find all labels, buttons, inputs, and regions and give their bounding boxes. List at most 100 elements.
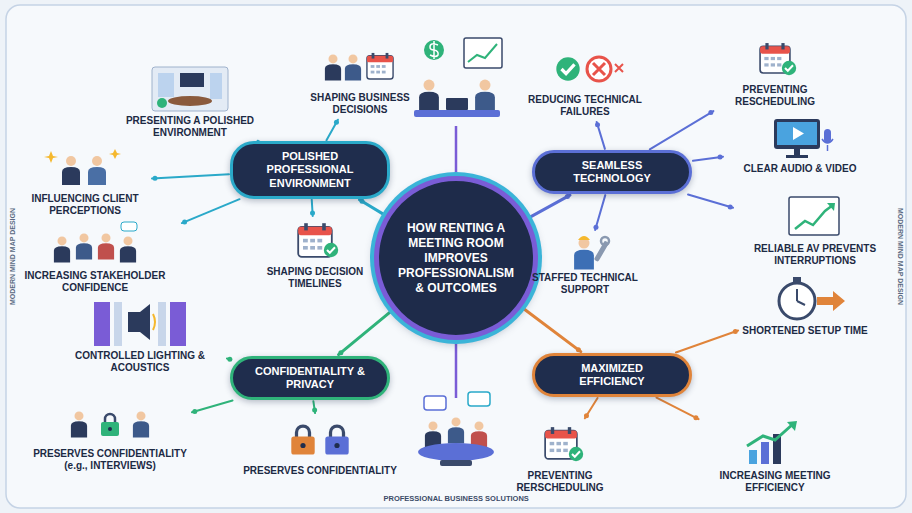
- padlocks-icon-part: [325, 426, 348, 455]
- branch-connector: [650, 110, 714, 149]
- branch-connector: [656, 398, 698, 421]
- node-text: PREVENTING RERSCHEDULING: [495, 470, 625, 494]
- failure-check-icon-part: [556, 57, 579, 80]
- stopwatch-icon-part: [797, 289, 805, 305]
- branch-connector: [326, 120, 338, 141]
- node-text: INCREASING STAKEHOLDER CONFIDENCE: [10, 270, 180, 294]
- meeting-table-illustration: [418, 330, 494, 466]
- business-desk-illustration-part: [424, 40, 444, 60]
- meeting-table-illustration-part: [425, 421, 441, 447]
- connector-dot: [182, 219, 187, 224]
- side-watermark: MODERN MIND MAP DESIGN: [897, 207, 904, 304]
- monitor-icon-part: [774, 119, 820, 149]
- people-calendar-icon: [325, 53, 393, 81]
- node-text: RELIABLE AV PREVENTS INTERRUPTIONS: [735, 243, 895, 267]
- connector-dot: [728, 204, 733, 209]
- monitor-icon-part: [824, 129, 831, 143]
- failure-check-icon-part: [593, 63, 605, 75]
- connector-dot: [312, 408, 317, 413]
- growth-chart-icon: [747, 421, 797, 464]
- meeting-table-illustration-part: [440, 460, 472, 466]
- benefit-item: INCREASING STAKEHOLDER CONFIDENCE: [10, 222, 180, 296]
- connector-dot: [360, 199, 365, 204]
- technician-icon-part: [601, 237, 609, 245]
- branch-connector: [595, 122, 605, 149]
- stopwatch-icon-part: [793, 277, 801, 282]
- node-text: REDUCING TECHNICAL FAILURES: [515, 94, 655, 118]
- branch-pill: POLISHED PROFESSIONAL ENVIRONMENT: [230, 141, 390, 199]
- node-text: SEAMLESS TECHNOLOGY: [547, 159, 677, 185]
- connector-dot: [693, 415, 698, 420]
- interview-lock-icon-part: [71, 411, 87, 437]
- business-desk-illustration-part: [468, 44, 497, 62]
- connector-line: [656, 398, 698, 419]
- footer-label: PROFESSIONAL BUSINESS SOLUTIONS: [384, 495, 529, 503]
- growth-chart-icon-part: [761, 442, 769, 464]
- business-desk-illustration: [414, 38, 502, 186]
- lighting-acoustics-icon-part: [153, 314, 155, 330]
- connector-line: [650, 111, 714, 149]
- node-text: CONTROLLED LIGHTING & ACOUSTICS: [55, 350, 225, 374]
- handshake-icon: [44, 149, 121, 185]
- lighting-acoustics-icon-part: [114, 302, 122, 346]
- lighting-acoustics-icon-part: [94, 302, 110, 346]
- monitor-icon-part: [794, 149, 800, 155]
- connector-dot: [338, 350, 343, 355]
- node-text: INFLUENCING CLIENT PERCEPTIONS: [20, 193, 150, 217]
- meeting-table-illustration-part: [448, 417, 464, 443]
- meeting-table-illustration-part: [418, 443, 494, 461]
- chart-board-icon: [789, 197, 839, 235]
- people-calendar-icon-part: [345, 54, 361, 80]
- benefit-item: CONTROLLED LIGHTING & ACOUSTICS: [55, 300, 225, 376]
- calendar-check-icon-part: [782, 61, 796, 75]
- meeting-room-icon-part: [158, 73, 174, 97]
- branch-connector: [312, 401, 317, 413]
- meeting-table-illustration-part: [455, 330, 458, 398]
- connector-line: [359, 200, 384, 215]
- stakeholder-group-icon-part: [54, 236, 70, 262]
- business-desk-illustration-part: [419, 80, 439, 112]
- monitor-icon-part: [777, 122, 817, 145]
- node-text: PRESERVES CONFIDENTIALITY: [225, 465, 415, 477]
- node-text: STAFFED TECHNICAL SUPPORT: [525, 272, 645, 296]
- calendar-check-icon: [760, 43, 796, 75]
- node-text: CLEAR AUDIO & VIDEO: [725, 163, 875, 175]
- lighting-acoustics-icon-part: [158, 302, 166, 346]
- stopwatch-icon-part: [817, 291, 845, 311]
- stopwatch-icon: [779, 277, 845, 319]
- growth-chart-icon-part: [747, 424, 793, 446]
- handshake-icon-part: [44, 151, 58, 163]
- connector-line: [522, 308, 580, 352]
- connector-dot: [227, 357, 232, 362]
- branch-connector: [676, 329, 738, 352]
- business-desk-illustration-part: [475, 80, 495, 112]
- branch-connector: [310, 200, 315, 216]
- lighting-acoustics-icon-part: [140, 304, 150, 340]
- chart-board-icon-part: [795, 205, 833, 229]
- connector-line: [339, 311, 392, 355]
- connector-line: [152, 174, 229, 178]
- failure-check-icon-part: [587, 57, 611, 81]
- business-desk-illustration-part: [414, 110, 500, 117]
- monitor-icon-part: [786, 155, 808, 158]
- handshake-icon-part: [62, 156, 80, 185]
- growth-chart-icon-part: [749, 450, 757, 464]
- branch-connector: [192, 400, 233, 413]
- branch-connector: [227, 357, 232, 362]
- calendar-check-icon: [298, 223, 338, 257]
- lighting-acoustics-icon-part: [170, 302, 186, 346]
- meeting-room-icon-part: [157, 98, 167, 108]
- central-topic: HOW RENTING A MEETING ROOM IMPROVES PROF…: [374, 176, 538, 340]
- monitor-icon: [774, 119, 833, 158]
- benefit-item: RELIABLE AV PREVENTS INTERRUPTIONS: [735, 195, 895, 269]
- benefit-item: PREVENTING RESCHEDULING: [710, 38, 840, 110]
- stopwatch-icon-part: [779, 283, 815, 319]
- branch-connector: [584, 398, 598, 418]
- chart-board-icon-part: [827, 203, 835, 211]
- benefit-item: SHORTENED SETUP TIME: [740, 275, 870, 339]
- benefit-item: STAFFED TECHNICAL SUPPORT: [525, 232, 645, 298]
- connector-line: [182, 199, 240, 223]
- connector-dot: [565, 194, 570, 199]
- connector-line: [676, 331, 738, 353]
